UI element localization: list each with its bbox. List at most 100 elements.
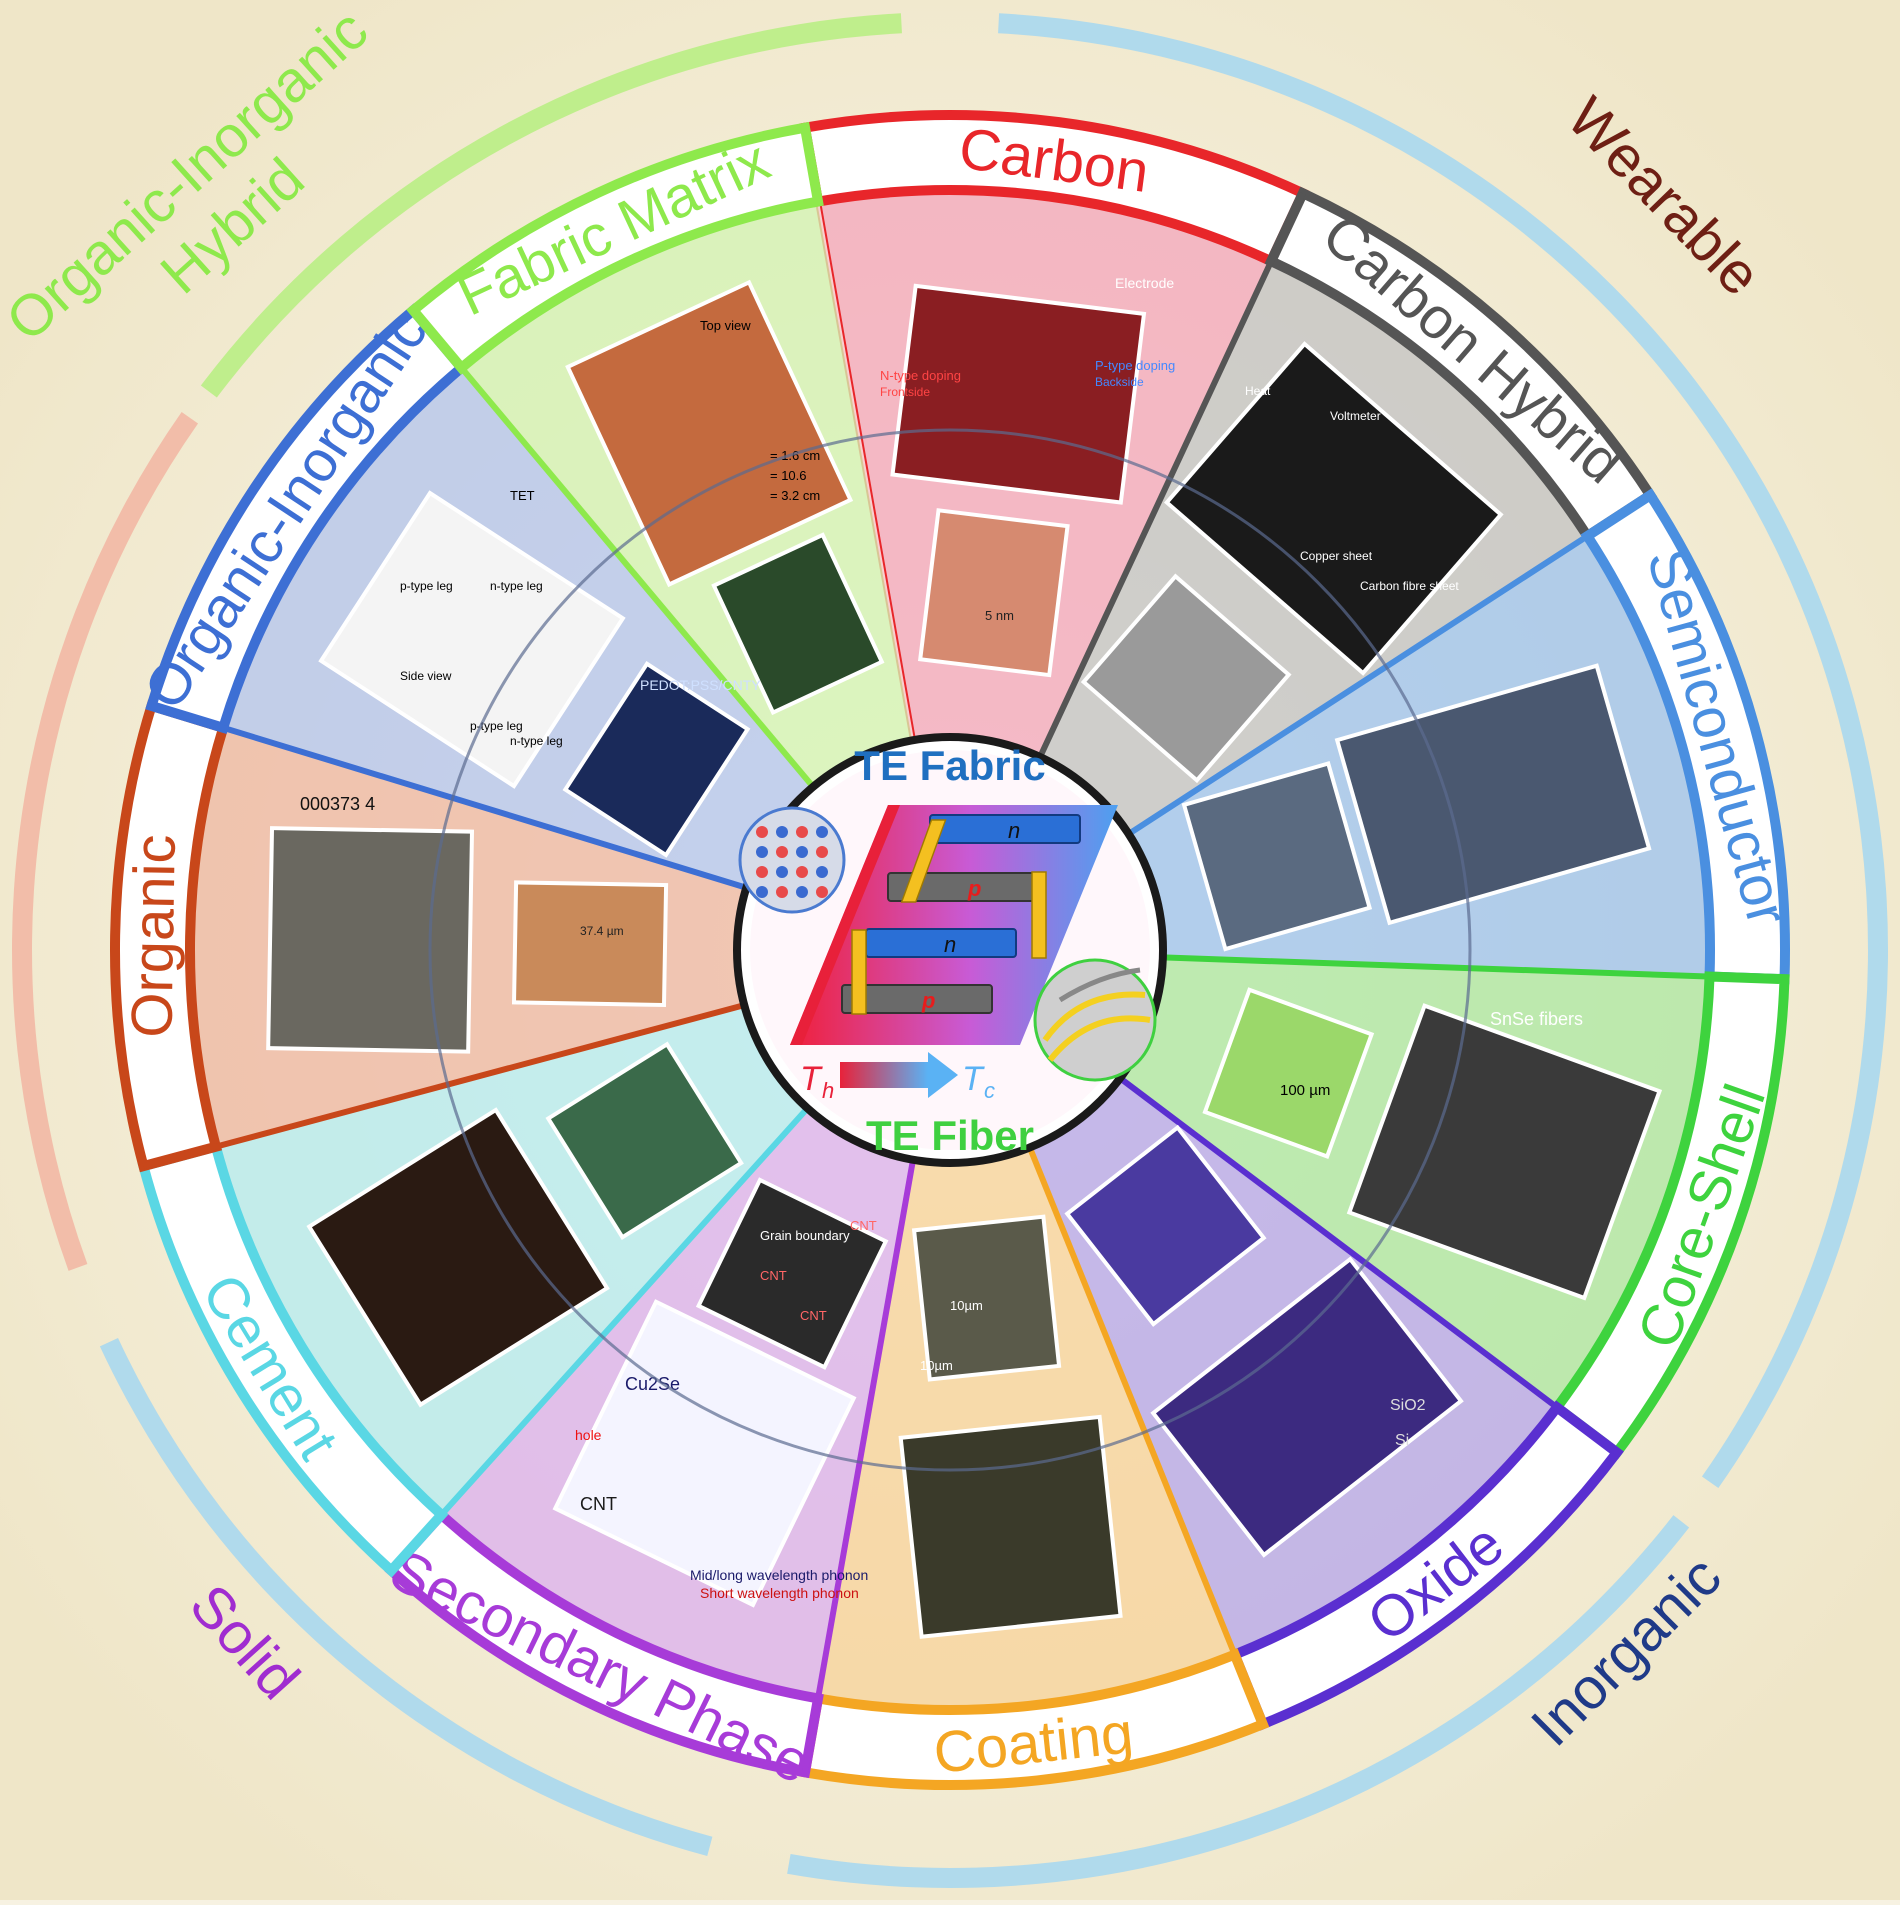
n-leg-2 [865, 928, 1017, 958]
leg-label-n2: n [944, 932, 956, 957]
outer-ring-arc [998, 13, 1889, 1489]
photo-annotation: TET [510, 488, 535, 503]
connector-2 [1031, 871, 1047, 959]
photo-annotation: p-type leg [400, 579, 453, 593]
t-cold-sub: c [984, 1078, 995, 1103]
photo-annotation: n-type leg [490, 579, 543, 593]
sector-divider [802, 1159, 916, 1773]
heat-arrow-body [840, 1062, 928, 1088]
photo-organic-inorganic [318, 490, 626, 789]
photo-annotation: Si [1395, 1432, 1409, 1449]
fabric-dot [756, 886, 768, 898]
center-title-fabric: TE Fabric [854, 742, 1045, 789]
photo-annotation: 5 nm [985, 608, 1014, 623]
photo-annotation: 000373 4 [300, 794, 375, 814]
photo-organic [266, 826, 475, 1054]
photo-fabric-sem [711, 532, 885, 716]
leg-label-n1: n [1008, 818, 1020, 843]
photo-secondary-phase [552, 1299, 857, 1608]
photo-annotation: Copper sheet [1300, 549, 1373, 563]
fiber-strand-1 [1042, 991, 1146, 1042]
photo-fabric-matrix [565, 279, 854, 588]
fabric-dot [796, 826, 808, 838]
connector-3 [851, 929, 867, 1015]
p-leg-2 [841, 984, 993, 1014]
photo-annotation: Electrode [1115, 275, 1174, 291]
sector-divider [410, 308, 816, 789]
photo-annotation: = 10.6 [770, 468, 807, 483]
outer-ring-arc [787, 1515, 1690, 1888]
fabric-dot [796, 866, 808, 878]
photo-core-shell-cross [1202, 987, 1375, 1160]
photo-carbon-hybrid [1163, 341, 1504, 676]
leg-label-p2: p [921, 988, 935, 1013]
photo-carbon-hybrid-sem [1080, 573, 1292, 784]
photo-annotation: 37.4 µm [580, 924, 624, 938]
connector-1 [900, 819, 947, 903]
inner-ring-divider [428, 428, 1472, 1472]
photo-oxide [1150, 1256, 1464, 1558]
photo-annotation: PEDOT:PSS/CNTY [640, 677, 761, 693]
photo-cement [306, 1107, 610, 1408]
photo-semiconductor [1334, 663, 1652, 926]
photo-annotation: Mid/long wavelength phonon [690, 1567, 868, 1583]
fabric-dot [776, 886, 788, 898]
photo-secondary-phase-sem [695, 1177, 889, 1370]
sector-divider [1162, 954, 1785, 983]
photo-annotation: 100 µm [1280, 1082, 1330, 1099]
photo-carbon-micro [917, 508, 1070, 678]
fiber-magnifier [1033, 958, 1157, 1082]
photo-annotation: = 3.2 cm [770, 488, 820, 503]
sector-divider [150, 703, 748, 891]
fabric-dot [816, 886, 828, 898]
heat-arrow-head [928, 1052, 958, 1098]
photo-carbon-device [890, 283, 1147, 505]
sector-divider [1037, 191, 1306, 759]
photo-annotation: Heat [1245, 384, 1271, 398]
t-hot-label: T [800, 1060, 823, 1098]
photo-annotation: CNT [800, 1308, 827, 1323]
photo-coating-sem [911, 1214, 1062, 1382]
photo-cement-sem [545, 1041, 744, 1240]
sector-divider [389, 1106, 810, 1573]
photo-annotation: SiO2 [1390, 1397, 1426, 1414]
fabric-dot [776, 866, 788, 878]
photo-annotation: CNT [760, 1268, 787, 1283]
photo-annotation: Grain boundary [760, 1228, 850, 1243]
inner-ring [428, 428, 1472, 1472]
sector-divider [1118, 1075, 1619, 1455]
photo-annotation: SnSe fibers [1490, 1009, 1583, 1029]
t-hot-sub: h [822, 1078, 834, 1103]
photo-annotation: Voltmeter [1330, 409, 1381, 423]
fabric-dot [796, 846, 808, 858]
photo-annotation: Short wavelength phonon [700, 1585, 859, 1601]
fabric-dot [816, 826, 828, 838]
photo-annotation: n-type leg [510, 734, 563, 748]
outer-ring-arc [11, 411, 199, 1271]
leg-label-p1: p [967, 876, 981, 901]
n-leg-1 [929, 814, 1081, 844]
sector-divider [142, 1002, 746, 1170]
photo-annotation: Frontside [880, 385, 930, 399]
photo-annotation: CNT [850, 1218, 877, 1233]
fabric-dot [756, 866, 768, 878]
fabric-dot [756, 826, 768, 838]
fabric-dot [816, 846, 828, 858]
fabric-dot [796, 886, 808, 898]
photo-annotation: Side view [400, 669, 452, 683]
fabric-dot [776, 826, 788, 838]
sector-label: Organic [119, 834, 188, 1038]
photo-annotation: P-type doping [1095, 358, 1175, 373]
photo-annotation: Top view [700, 318, 751, 333]
sector-divider [1127, 492, 1652, 837]
photo-oxide-sem [1064, 1124, 1267, 1327]
center-title-fiber: TE Fiber [866, 1112, 1034, 1159]
photo-annotation: Cu2Se [625, 1374, 680, 1394]
sector-label-band [406, 121, 824, 375]
photo-coating [898, 1414, 1123, 1639]
center-diagram: n p n p TE Fabric TE Fiber T h T c [733, 733, 1167, 1167]
fabric-magnifier [738, 806, 846, 914]
